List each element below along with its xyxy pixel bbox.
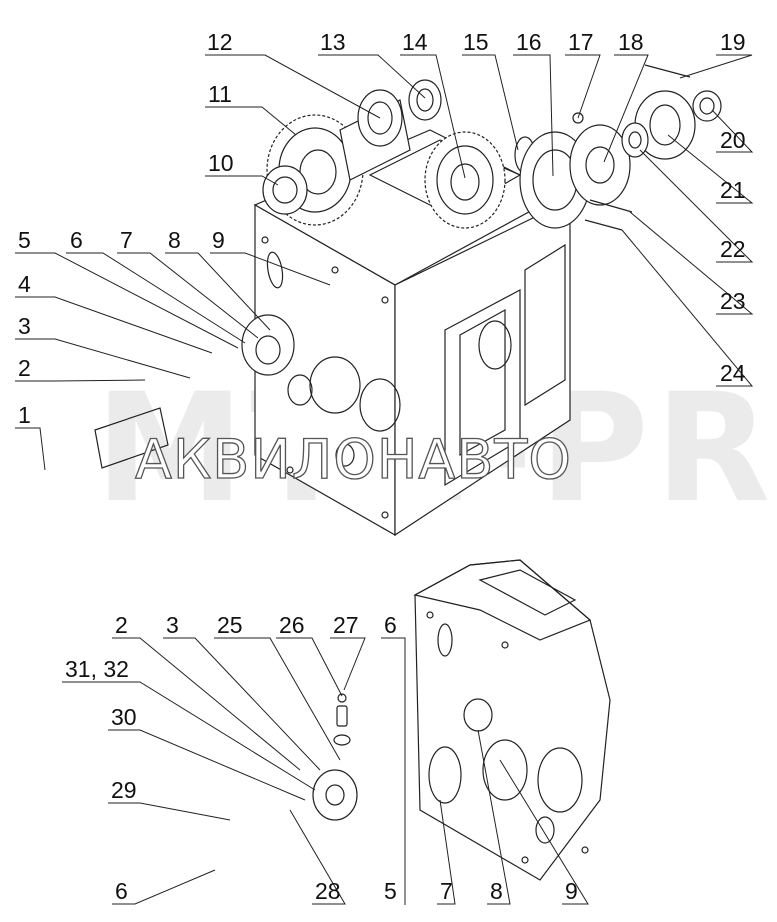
callout-23: 23 [720, 288, 746, 314]
callout-1-top: 1 [18, 402, 31, 428]
pin-19 [644, 64, 691, 78]
callout-15: 15 [463, 29, 489, 55]
bearing-10 [262, 165, 308, 215]
gear-14 [424, 131, 506, 229]
callout-22: 22 [720, 236, 746, 262]
bottom-seal-parts [312, 693, 358, 821]
top-leader-lines [15, 54, 754, 471]
callout-5-top: 5 [18, 227, 31, 253]
callout-4-top: 4 [18, 271, 31, 297]
callout-13: 13 [320, 29, 346, 55]
callout-26: 26 [279, 612, 305, 638]
callout-25: 25 [217, 612, 243, 638]
watermark-foreground: АКВИЛОНАВТО [135, 428, 572, 491]
callout-18: 18 [618, 29, 644, 55]
callout-17: 17 [568, 29, 594, 55]
callout-5-bottom: 5 [384, 878, 397, 904]
nut-20-21 [634, 90, 722, 160]
bottom-leader-lines [62, 637, 589, 905]
callout-9-top: 9 [212, 227, 225, 253]
callout-2-bottom: 2 [115, 612, 128, 638]
gearbox-housing-top [253, 129, 571, 537]
callout-2-top: 2 [18, 355, 31, 381]
callout-8-top: 8 [168, 227, 181, 253]
callout-20: 20 [720, 127, 746, 153]
callout-12: 12 [207, 29, 233, 55]
callout-3-top: 3 [18, 313, 31, 339]
callout-3-bottom: 3 [166, 612, 179, 638]
callout-14: 14 [402, 29, 428, 55]
callout-29: 29 [111, 777, 137, 803]
bolts-23-24 [584, 199, 633, 231]
callout-28: 28 [315, 878, 341, 904]
callout-27: 27 [333, 612, 359, 638]
callout-7-bottom: 7 [440, 878, 453, 904]
callout-6-bottom-top: 6 [384, 612, 397, 638]
washer-22 [621, 122, 649, 158]
callout-6-top: 6 [70, 227, 83, 253]
top-callouts: 12 13 14 15 16 17 18 19 11 20 10 21 22 5… [18, 29, 746, 428]
callout-16: 16 [516, 29, 542, 55]
callout-9-bottom: 9 [565, 878, 578, 904]
shaft-seal-1-9 [94, 314, 295, 469]
bottom-callouts: 2 3 25 26 27 6 31, 32 30 29 6 28 5 7 8 9 [65, 612, 578, 904]
flange-17-18 [569, 112, 631, 206]
callout-24: 24 [720, 360, 746, 386]
bearing-13 [408, 79, 442, 121]
callout-11: 11 [208, 81, 232, 107]
callout-8-bottom: 8 [490, 878, 503, 904]
callout-7-top: 7 [120, 227, 133, 253]
callout-31-32: 31, 32 [65, 656, 129, 682]
callout-10: 10 [208, 150, 234, 176]
callout-30: 30 [111, 704, 137, 730]
callout-21: 21 [720, 177, 746, 203]
callout-19: 19 [720, 29, 746, 55]
gearbox-housing-bottom [413, 559, 611, 881]
callout-6-bottom: 6 [115, 878, 128, 904]
